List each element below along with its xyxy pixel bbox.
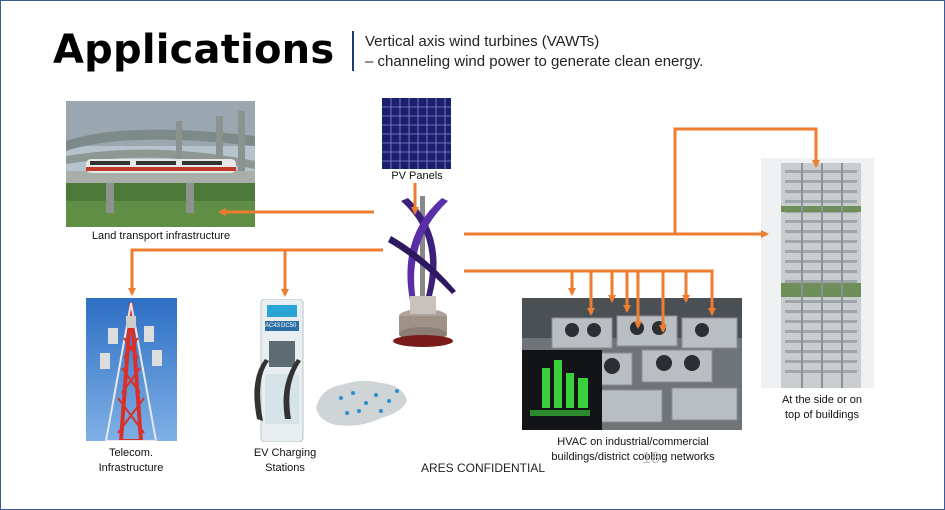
title-divider bbox=[352, 31, 354, 71]
caption-ev-line-1: EV Charging bbox=[253, 447, 317, 459]
caption-hvac: HVAC on industrial/commercial buildings/… bbox=[521, 435, 745, 465]
arrow-to-building-top bbox=[673, 127, 820, 234]
caption-ev: EV Charging Stations bbox=[233, 446, 337, 476]
confidential-label: ARES CONFIDENTIAL bbox=[421, 461, 546, 475]
ev-charger-dc-label: DC50 bbox=[281, 323, 297, 329]
caption-telecom: Telecom. Infrastructure bbox=[79, 446, 183, 476]
subtitle-line-2: – channeling wind power to generate clea… bbox=[365, 53, 704, 70]
singapore-map-image bbox=[311, 373, 411, 433]
ev-charger-ac-label: AC43 bbox=[265, 323, 281, 329]
subtitle-line-1: Vertical axis wind turbines (VAWTs) bbox=[365, 33, 600, 50]
ev-charger-image bbox=[249, 299, 309, 442]
caption-hvac-line-1: HVAC on industrial/commercial bbox=[557, 436, 709, 448]
caption-telecom-line-2: Infrastructure bbox=[98, 462, 164, 474]
caption-ev-line-2: Stations bbox=[265, 462, 305, 474]
caption-hvac-line-2: buildings/district cooling networks bbox=[551, 451, 715, 463]
caption-building-line-1: At the side or on bbox=[781, 394, 863, 406]
caption-land-transport: Land transport infrastructure bbox=[91, 230, 231, 242]
caption-telecom-line-1: Telecom. bbox=[108, 447, 154, 459]
telecom-tower-image bbox=[86, 298, 177, 441]
page-number: 18 bbox=[642, 450, 660, 467]
caption-building: At the side or on top of buildings bbox=[763, 393, 881, 423]
land-transport-image bbox=[66, 101, 255, 227]
slide-title: Applications bbox=[53, 27, 335, 73]
caption-building-line-2: top of buildings bbox=[785, 409, 859, 421]
arrow-to-telecom bbox=[128, 248, 383, 296]
slide-subtitle: Vertical axis wind turbines (VAWTs) – ch… bbox=[365, 32, 703, 72]
pv-panel-image bbox=[382, 98, 451, 169]
vawt-turbine-image bbox=[386, 196, 462, 351]
caption-pv-panels: PV Panels bbox=[391, 170, 443, 182]
arrow-to-hvac-bus bbox=[464, 269, 716, 316]
building-image bbox=[761, 158, 874, 388]
